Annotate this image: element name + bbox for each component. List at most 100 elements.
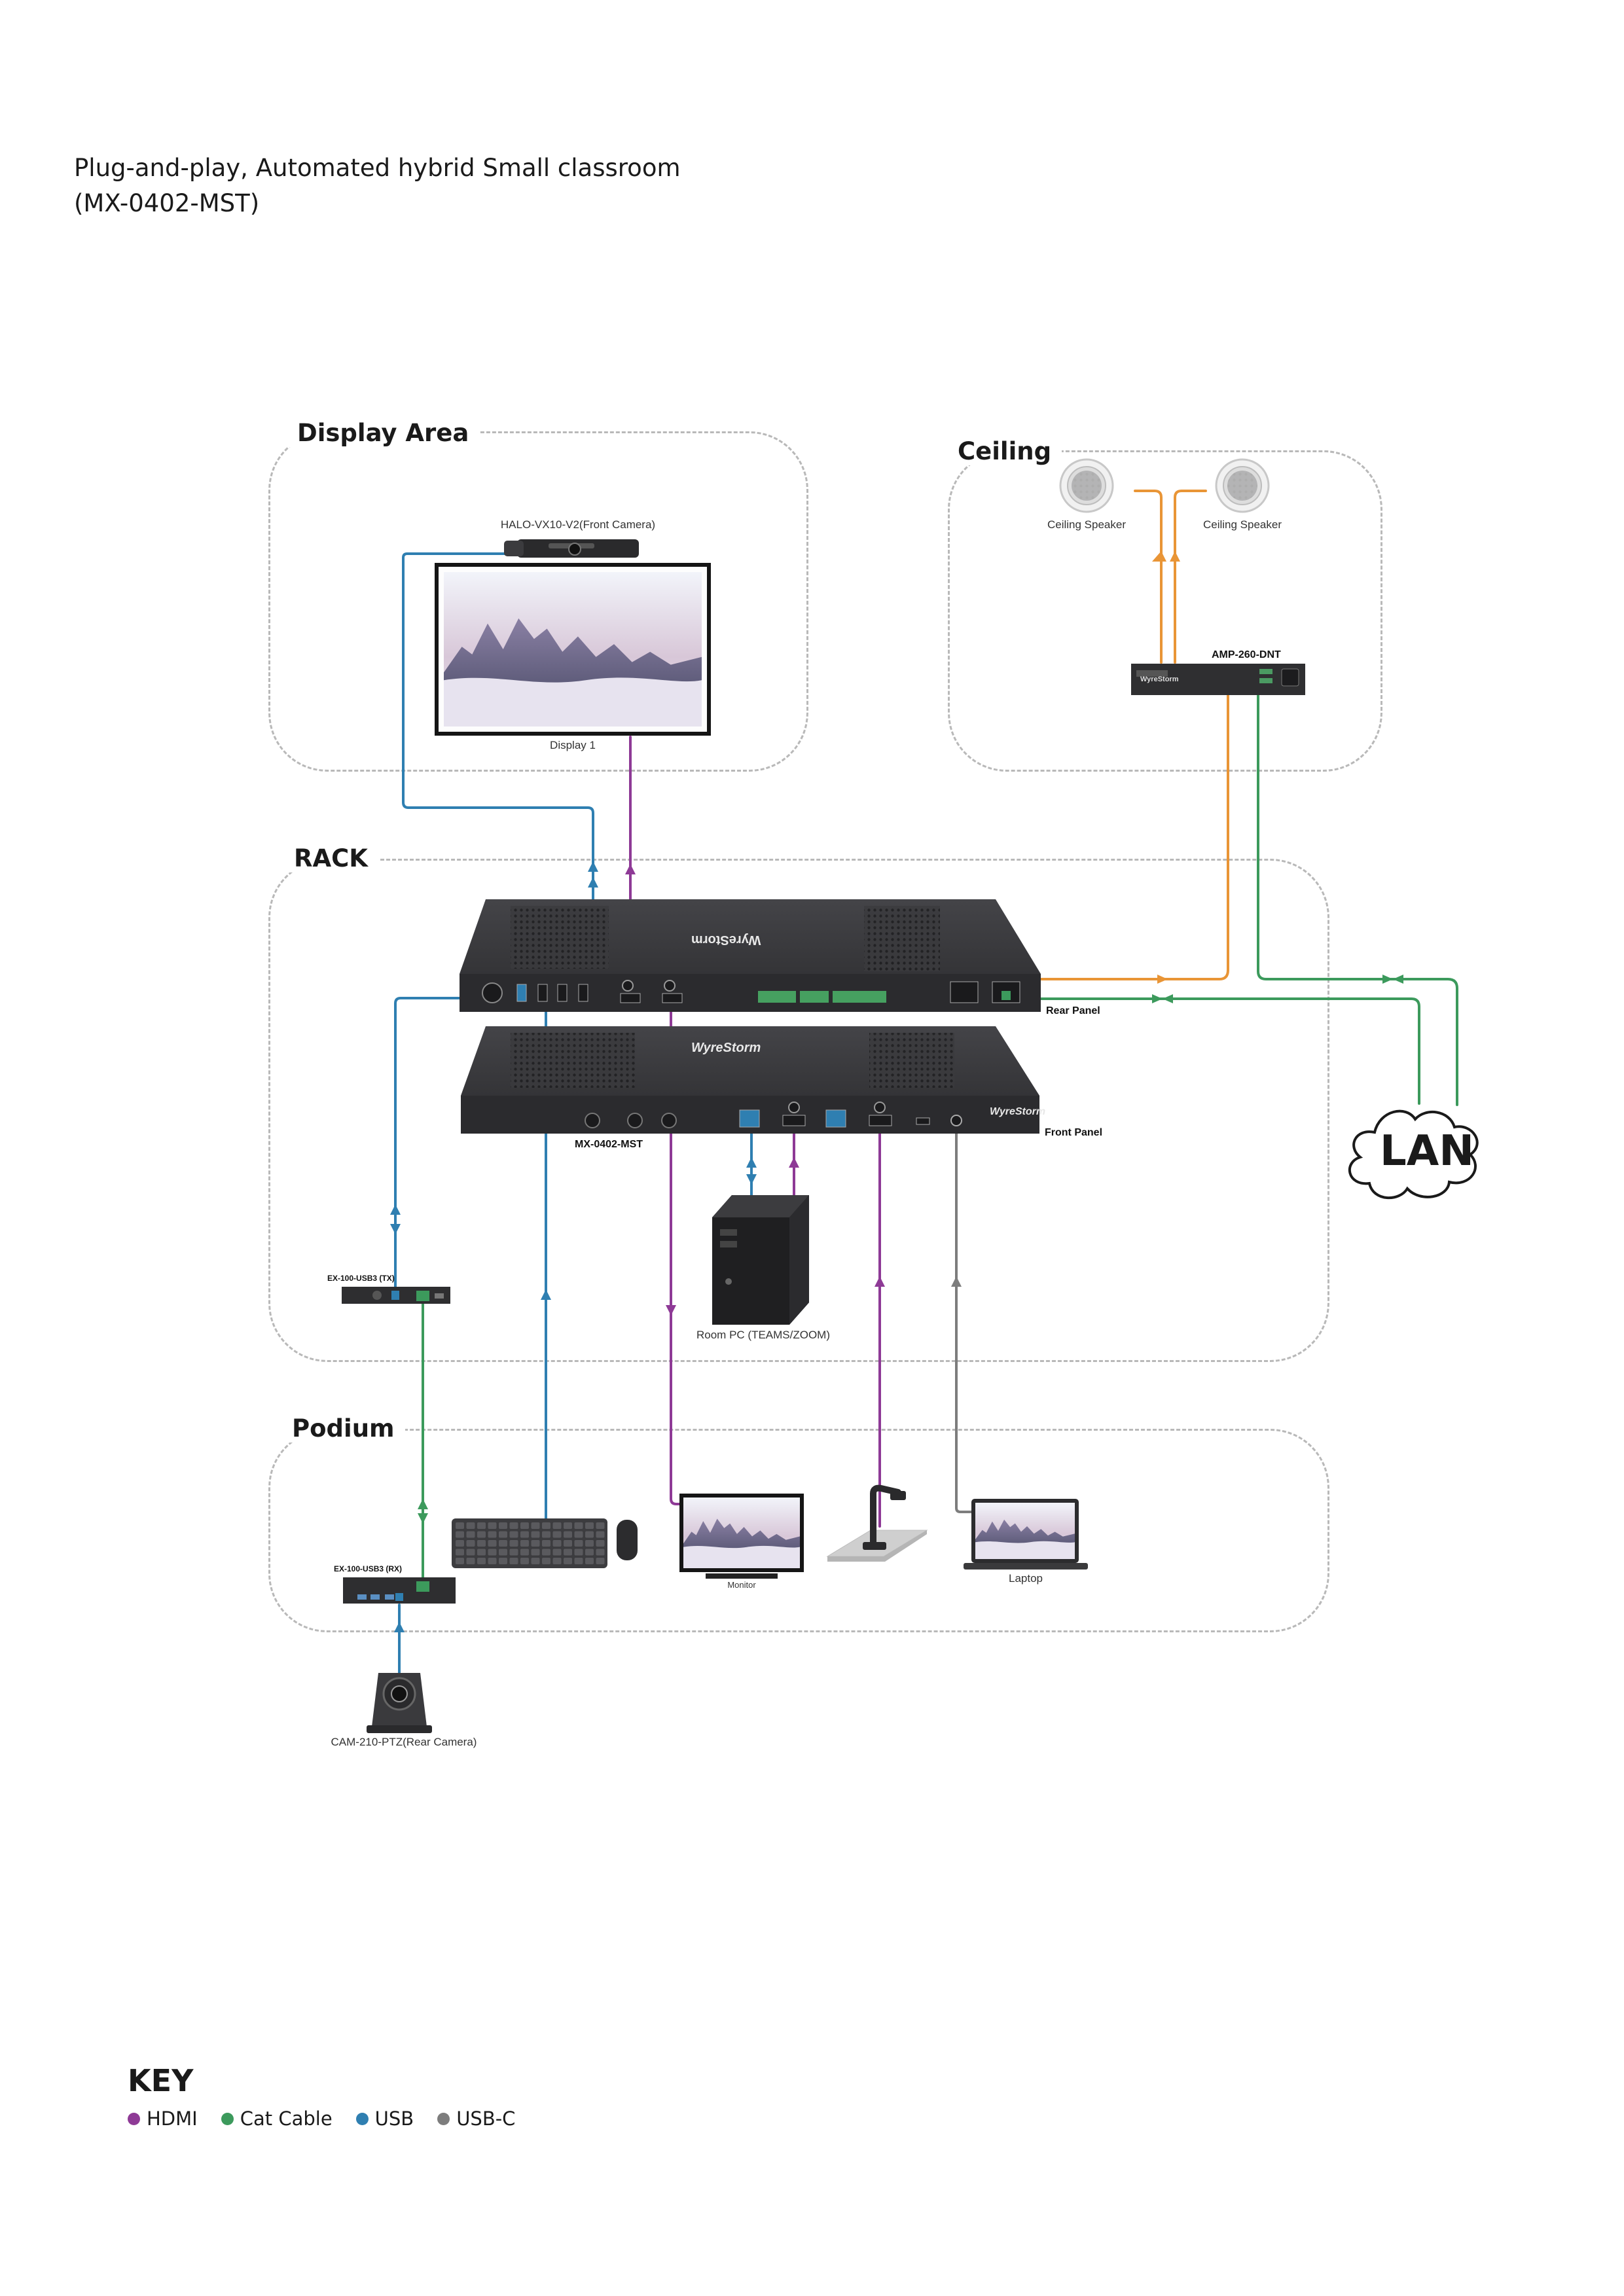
keyboard-key bbox=[509, 1540, 518, 1547]
keyboard-key bbox=[552, 1522, 562, 1529]
keyboard-key bbox=[499, 1531, 507, 1538]
keyboard-key bbox=[520, 1540, 529, 1547]
front-panel-label: Front Panel bbox=[1045, 1127, 1103, 1138]
cat-cable-amp-lan bbox=[1257, 694, 1458, 1106]
keyboard-key bbox=[466, 1522, 475, 1529]
keyboard-key bbox=[596, 1540, 605, 1547]
keyboard-key bbox=[488, 1531, 497, 1538]
keyboard-key bbox=[552, 1558, 562, 1564]
diagram-title: Plug-and-play, Automated hybrid Small cl… bbox=[74, 154, 681, 182]
front-panel-brand-label: WyreStorm bbox=[990, 1106, 1046, 1117]
keyboard-key bbox=[477, 1540, 486, 1547]
matrix-front-unit bbox=[461, 1026, 1039, 1134]
lan-cloud bbox=[1348, 1109, 1479, 1199]
rack-zone bbox=[268, 859, 1329, 1362]
usb-extender-tx bbox=[342, 1287, 450, 1304]
podium-zone bbox=[268, 1429, 1329, 1632]
usb-swatch bbox=[355, 2112, 369, 2125]
monitor bbox=[679, 1494, 804, 1579]
podium-label: Podium bbox=[281, 1414, 405, 1443]
keyboard-key bbox=[596, 1531, 605, 1538]
keyboard-key bbox=[477, 1531, 486, 1538]
keyboard-key bbox=[509, 1522, 518, 1529]
keyboard-key bbox=[466, 1531, 475, 1538]
usb-cable-front-camera bbox=[402, 552, 594, 997]
display-area-label: Display Area bbox=[287, 419, 480, 447]
keyboard-key bbox=[466, 1558, 475, 1564]
keyboard-key bbox=[574, 1558, 583, 1564]
keyboard-key bbox=[574, 1522, 583, 1529]
audio-cable-speaker-1 bbox=[1134, 490, 1163, 664]
keyboard-key bbox=[542, 1531, 550, 1538]
ceiling-label: Ceiling bbox=[947, 437, 1062, 465]
laptop-label: Laptop bbox=[1009, 1572, 1043, 1585]
keyboard-key bbox=[542, 1558, 550, 1564]
keyboard-key bbox=[456, 1558, 464, 1564]
keyboard-key bbox=[585, 1549, 594, 1556]
key-legend: HDMI Cat Cable USB USB-C bbox=[128, 2108, 515, 2130]
key-item-cat: Cat Cable bbox=[221, 2108, 333, 2130]
keyboard-key bbox=[585, 1540, 594, 1547]
key-item-usbc: USB-C bbox=[437, 2108, 515, 2130]
keyboard-key bbox=[456, 1540, 464, 1547]
monitor-label: Monitor bbox=[727, 1580, 756, 1590]
speaker-1-label: Ceiling Speaker bbox=[1047, 518, 1127, 531]
keyboard-key bbox=[564, 1531, 572, 1538]
keyboard-key bbox=[552, 1540, 562, 1547]
keyboard-key bbox=[585, 1558, 594, 1564]
lan-label: LAN bbox=[1380, 1127, 1474, 1175]
keyboard-key bbox=[531, 1540, 540, 1547]
keyboard-key bbox=[477, 1522, 486, 1529]
diagram-subtitle: (MX-0402-MST) bbox=[74, 189, 260, 217]
keyboard-key bbox=[531, 1549, 540, 1556]
document-camera bbox=[826, 1484, 928, 1562]
keyboard-key bbox=[466, 1549, 475, 1556]
matrix-model-label: MX-0402-MST bbox=[575, 1139, 643, 1150]
speaker-2-label: Ceiling Speaker bbox=[1202, 518, 1282, 531]
ceiling-zone bbox=[948, 450, 1382, 772]
keyboard-key bbox=[456, 1531, 464, 1538]
key-title: KEY bbox=[128, 2063, 194, 2098]
mouse bbox=[617, 1520, 638, 1560]
keyboard-key bbox=[456, 1549, 464, 1556]
key-label-usb: USB bbox=[374, 2108, 414, 2130]
front-unit-brand-label: WyreStorm bbox=[691, 1041, 761, 1055]
ceiling-speaker-1 bbox=[1059, 458, 1114, 513]
keyboard-key bbox=[499, 1540, 507, 1547]
room-pc-label: Room PC (TEAMS/ZOOM) bbox=[696, 1329, 831, 1341]
keyboard-key bbox=[596, 1522, 605, 1529]
keyboard-key bbox=[574, 1531, 583, 1538]
keyboard-key bbox=[509, 1558, 518, 1564]
keyboard-key bbox=[585, 1522, 594, 1529]
display-label: Display 1 bbox=[550, 739, 596, 751]
key-item-hdmi: HDMI bbox=[128, 2108, 198, 2130]
key-label-usbc: USB-C bbox=[456, 2108, 516, 2130]
keyboard-key bbox=[596, 1549, 605, 1556]
keyboard-key bbox=[499, 1558, 507, 1564]
keyboard-key bbox=[488, 1558, 497, 1564]
keyboard-key bbox=[488, 1522, 497, 1529]
keyboard-key bbox=[552, 1531, 562, 1538]
keyboard-key bbox=[552, 1549, 562, 1556]
keyboard-key bbox=[542, 1540, 550, 1547]
amp-label: AMP-260-DNT bbox=[1212, 649, 1281, 660]
keyboard-key bbox=[564, 1549, 572, 1556]
front-camera-bar bbox=[504, 539, 639, 558]
keyboard-key bbox=[574, 1540, 583, 1547]
keyboard-key bbox=[477, 1549, 486, 1556]
keyboard-key bbox=[585, 1531, 594, 1538]
keyboard-key bbox=[542, 1522, 550, 1529]
key-label-cat: Cat Cable bbox=[240, 2108, 333, 2130]
audio-cable-speaker-2 bbox=[1174, 490, 1207, 664]
usb-extender-rx bbox=[343, 1577, 456, 1604]
hdmi-cable-monitor bbox=[670, 997, 682, 1505]
amp-260-dnt bbox=[1131, 664, 1305, 695]
rear-unit-brand-label: WyreStorm bbox=[691, 933, 761, 947]
keyboard-key bbox=[520, 1549, 529, 1556]
key-label-hdmi: HDMI bbox=[147, 2108, 198, 2130]
keyboard-key bbox=[564, 1558, 572, 1564]
keyboard-key bbox=[542, 1549, 550, 1556]
rear-panel-label: Rear Panel bbox=[1046, 1005, 1100, 1016]
keyboard-key bbox=[531, 1522, 540, 1529]
